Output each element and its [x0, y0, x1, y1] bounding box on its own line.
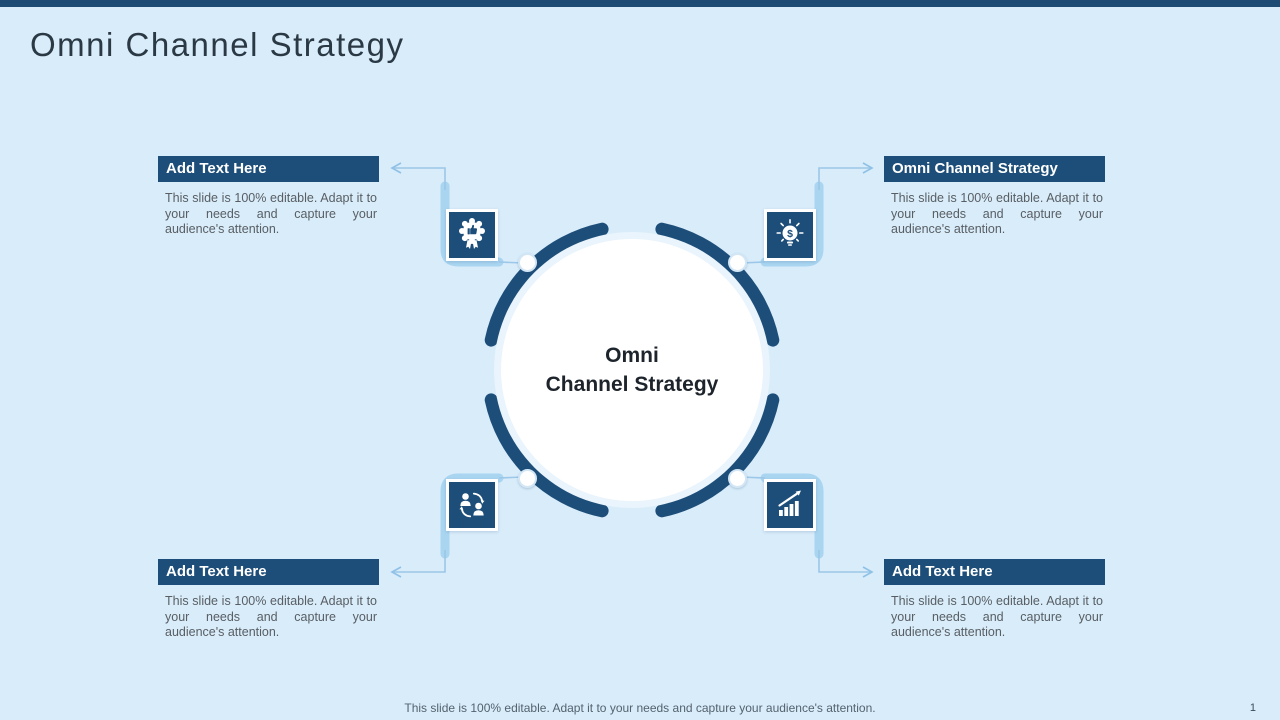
arrow-left-icon — [390, 162, 402, 174]
callout-body: This slide is 100% editable. Adapt it to… — [165, 191, 377, 237]
callout-header: Add Text Here — [884, 559, 1105, 585]
callout-bottom-right: Add Text Here This slide is 100% editabl… — [884, 559, 1108, 641]
page-number: 1 — [1249, 702, 1256, 714]
callout-body: This slide is 100% editable. Adapt it to… — [891, 191, 1103, 237]
center-circle: Omni Channel Strategy — [501, 239, 763, 501]
callout-body: This slide is 100% editable. Adapt it to… — [891, 594, 1103, 640]
callout-top-left: Add Text Here This slide is 100% editabl… — [158, 156, 382, 238]
award-badge-icon — [446, 209, 498, 261]
arrow-right-icon — [862, 566, 874, 578]
callout-header: Add Text Here — [158, 156, 379, 182]
footer-note: This slide is 100% editable. Adapt it to… — [404, 701, 876, 715]
top-accent-bar — [0, 0, 1280, 7]
connector-node — [518, 469, 537, 488]
arrow-left-icon — [390, 566, 402, 578]
callout-body: This slide is 100% editable. Adapt it to… — [165, 594, 377, 640]
callout-bottom-left: Add Text Here This slide is 100% editabl… — [158, 559, 382, 641]
connector-node — [518, 253, 537, 272]
dollar-bulb-icon: $ — [764, 209, 816, 261]
growth-chart-icon — [764, 479, 816, 531]
callout-top-right: Omni Channel Strategy This slide is 100%… — [884, 156, 1108, 238]
center-label: Omni Channel Strategy — [545, 344, 719, 396]
page-title: Omni Channel Strategy — [30, 26, 405, 63]
connector-node — [728, 469, 747, 488]
callout-header: Omni Channel Strategy — [884, 156, 1105, 182]
customer-exchange-icon — [446, 479, 498, 531]
svg-text:$: $ — [787, 228, 793, 240]
connector-node — [728, 253, 747, 272]
arrow-right-icon — [862, 162, 874, 174]
callout-header: Add Text Here — [158, 559, 379, 585]
